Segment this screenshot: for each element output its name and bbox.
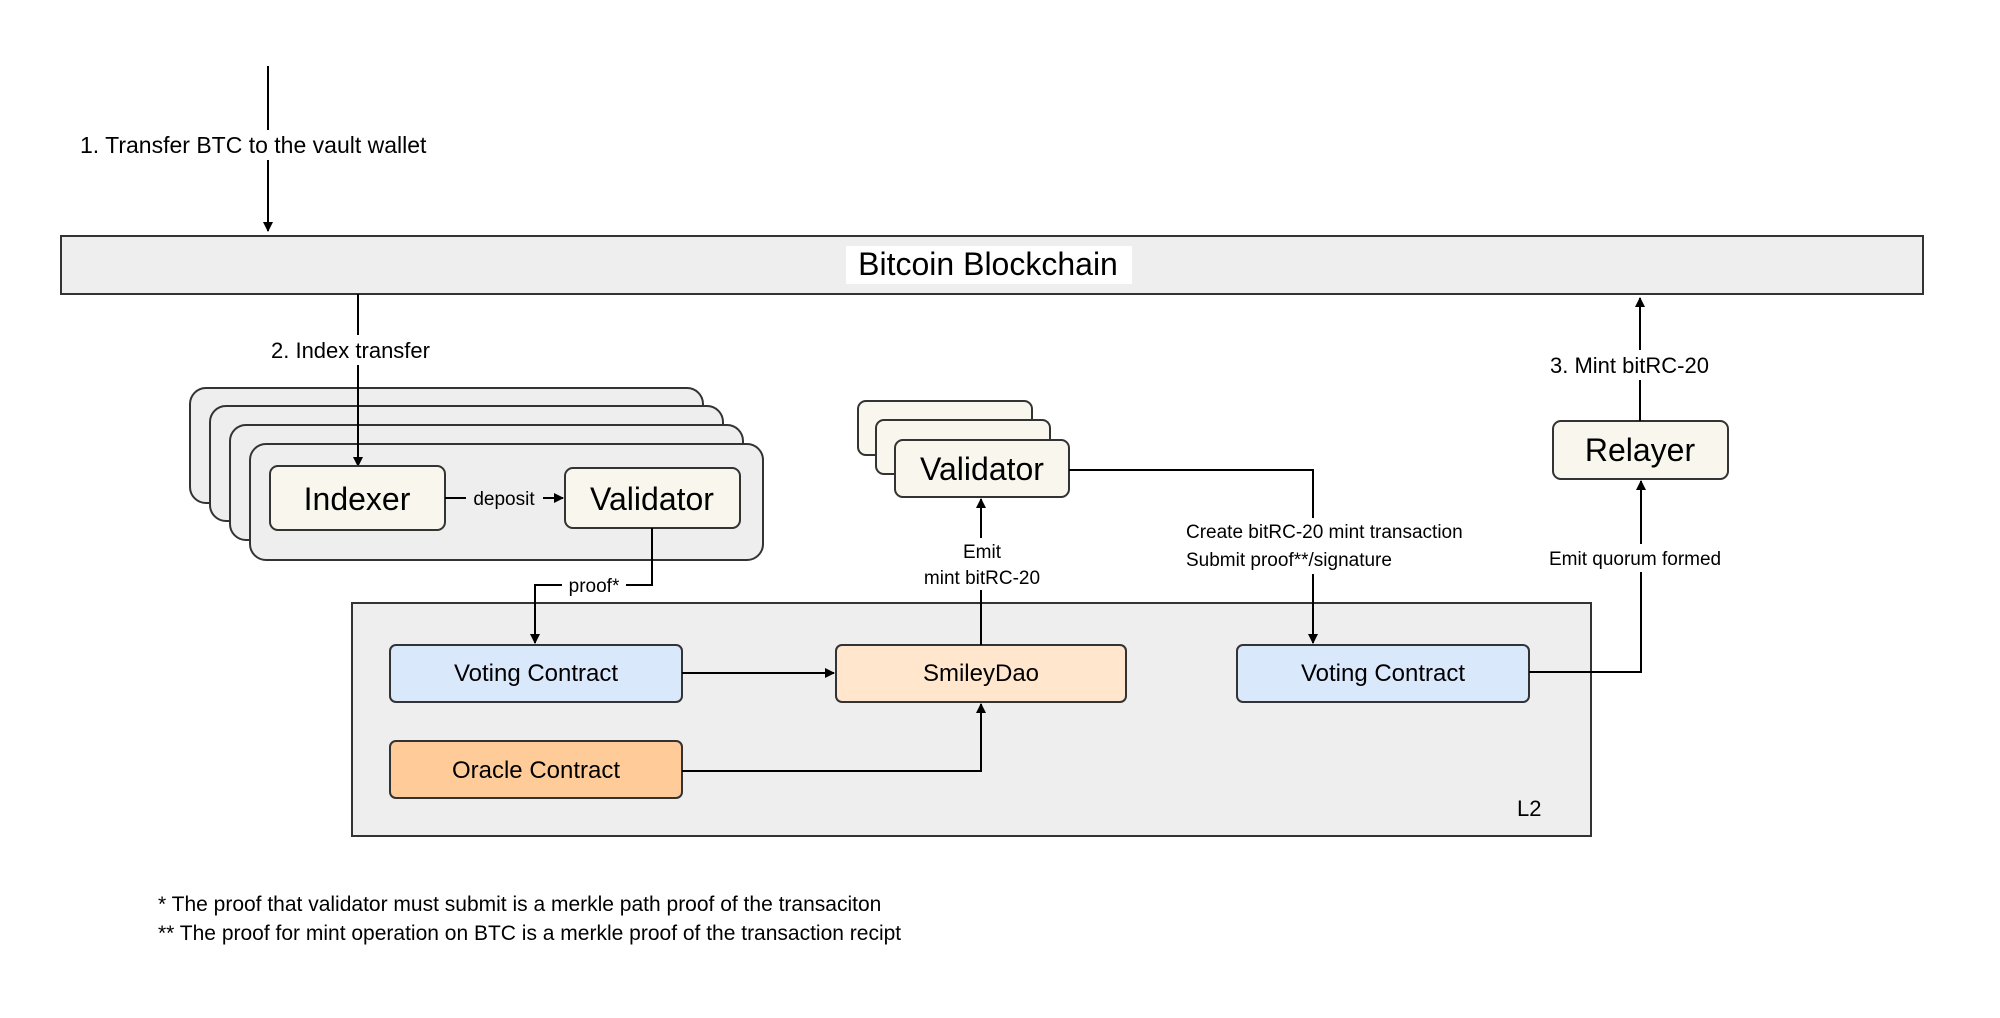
- mint-label-bg: [1545, 350, 1735, 380]
- transfer-step-label: 1. Transfer BTC to the vault wallet: [80, 132, 427, 158]
- emit-label-line2: mint bitRC-20: [924, 568, 1040, 589]
- middle-validator-node: [894, 439, 1070, 498]
- l2-label: L2: [1517, 796, 1541, 821]
- create-label-line2: Submit proof**/signature: [1186, 550, 1392, 571]
- transfer-label-bg: [76, 130, 476, 160]
- voting-contract-left-label: Voting Contract: [454, 660, 618, 687]
- smileydao-label: SmileyDao: [923, 660, 1039, 687]
- index-step-label: 2. Index transfer: [271, 338, 430, 363]
- footnote-mint-proof: ** The proof for mint operation on BTC i…: [158, 922, 902, 945]
- create-label-bg: [1182, 518, 1502, 574]
- create-label-line1: Create bitRC-20 mint transaction: [1186, 522, 1463, 543]
- footnote-proof: * The proof that validator must submit i…: [158, 893, 882, 916]
- blockchain-label-bg: [846, 246, 1132, 284]
- voting-contract-right: [1236, 644, 1530, 703]
- oracle-contract-label: Oracle Contract: [452, 757, 620, 784]
- deposit-label: deposit: [473, 489, 535, 510]
- emit-label-bg: [910, 538, 1052, 590]
- quorum-label-bg: [1546, 544, 1736, 572]
- proof-label-bg: [562, 573, 626, 597]
- indexer-label: Indexer: [304, 481, 411, 517]
- oracle-contract-node: [389, 740, 683, 799]
- blockchain-label: Bitcoin Blockchain: [858, 246, 1118, 282]
- voting-contract-right-label: Voting Contract: [1301, 660, 1465, 687]
- emit-label-line1: Emit: [963, 542, 1002, 563]
- mint-step-label: 3. Mint bitRC-20: [1550, 353, 1709, 378]
- proof-label: proof*: [569, 576, 620, 597]
- middle-validator-label: Validator: [920, 451, 1044, 487]
- l2-panel: [351, 602, 1592, 837]
- oracle-to-smileydao-edge: [682, 703, 986, 772]
- index-label-bg: [268, 335, 458, 365]
- deposit-label-bg: [466, 486, 543, 510]
- quorum-label: Emit quorum formed: [1549, 549, 1721, 570]
- relayer-label: Relayer: [1585, 432, 1696, 468]
- submit-signature-edge: [1069, 469, 1318, 644]
- left-validator-label: Validator: [590, 481, 714, 517]
